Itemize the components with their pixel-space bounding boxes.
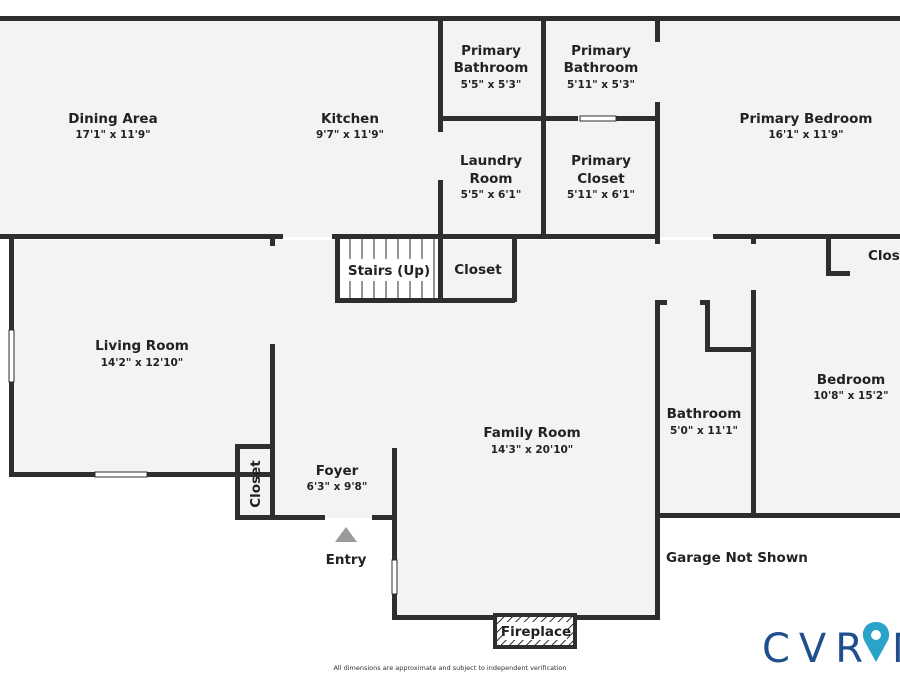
wall-family-bottom-right	[574, 615, 660, 620]
wall-top	[0, 16, 900, 21]
primary-bath-2-name-line1: Primary	[571, 43, 631, 59]
living-room-dim: 14'2" x 12'10"	[101, 357, 184, 369]
wall-rcloset-bottom	[826, 271, 850, 276]
stairs-label-bg	[349, 259, 429, 281]
wall-closet-right	[512, 234, 517, 302]
logo-text: CVR	[762, 626, 872, 672]
wall-family-right-bottom	[655, 516, 660, 620]
dining-area-dim: 17'1" x 11'9"	[75, 129, 150, 141]
wall-bath-left-top	[655, 234, 660, 244]
bathroom-name: Bathroom	[667, 406, 742, 422]
bathroom-dim: 5'0" x 11'1"	[670, 425, 738, 437]
fireplace-label-bg	[503, 622, 567, 640]
foyer-floor	[237, 448, 397, 518]
fireplace-label: Fireplace	[501, 624, 571, 640]
wall-bath-bottom	[655, 513, 900, 518]
window-living-bottom	[94, 471, 148, 478]
laundry-name-line1: Laundry	[460, 153, 522, 169]
closet-foyer-name: Closet	[248, 460, 264, 508]
wall-closet-top	[235, 444, 275, 449]
window-bath-top	[579, 115, 617, 122]
windows	[8, 115, 617, 595]
logo-text-tail: M	[892, 626, 900, 672]
primary-bath-2-dim: 5'11" x 5'3"	[567, 79, 635, 91]
wall-living-right-stub	[270, 234, 275, 246]
wall-bath-divider	[541, 20, 546, 237]
living-floor	[13, 240, 275, 473]
laundry-dim: 5'5" x 6'1"	[461, 189, 522, 201]
kitchen-dim: 9'7" x 11'9"	[316, 129, 384, 141]
wall-stairs-left	[335, 234, 340, 302]
primary-closet-name-line1: Primary	[571, 153, 631, 169]
primary-bedroom-name: Primary Bedroom	[740, 111, 873, 127]
foyer-name: Foyer	[316, 463, 359, 479]
entry-label: Entry	[326, 552, 367, 568]
family-room-name: Family Room	[483, 425, 580, 441]
wall-upper-bottom-right	[713, 234, 900, 239]
wall-bedroom-left	[751, 234, 756, 244]
window-living-left	[8, 329, 15, 383]
wall-upper-bottom-left	[0, 234, 283, 239]
family-room-dim: 14'3" x 20'10"	[491, 444, 574, 456]
closet-hall-name: Closet	[454, 262, 502, 278]
wall-foyer-bottom-right	[372, 515, 397, 520]
wall-stairs-closet	[438, 234, 443, 302]
primary-closet-dim: 5'11" x 6'1"	[567, 189, 635, 201]
primary-bath-2-name-line2: Bathroom	[564, 60, 639, 76]
wall-baths-bottom-left	[438, 116, 578, 121]
wall-bath-left	[655, 300, 660, 520]
wall-bath-nook-left	[705, 300, 710, 352]
wall-bath-nook-bottom	[705, 347, 755, 352]
stairs-name: Stairs (Up)	[348, 263, 430, 279]
living-room-name: Living Room	[95, 338, 189, 354]
disclaimer-text: All dimensions are approximate and subje…	[333, 664, 566, 672]
wall-rcloset-left	[826, 234, 831, 276]
primary-bath-1-name-line1: Primary	[461, 43, 521, 59]
company-logo: CVR M	[762, 622, 900, 672]
primary-bath-1-name-line2: Bathroom	[454, 60, 529, 76]
right-floor	[660, 240, 900, 516]
family-floor	[395, 450, 657, 617]
garage-label: Garage Not Shown	[666, 550, 808, 566]
location-pin-icon	[862, 622, 890, 662]
wall-baths-bottom-right	[616, 116, 660, 121]
room-labels: Dining Area 17'1" x 11'9" Kitchen 9'7" x…	[68, 43, 900, 672]
closet-right-name: Close	[868, 248, 900, 264]
bedroom-name: Bedroom	[817, 372, 885, 388]
wall-bath-top-left	[655, 300, 667, 305]
foyer-dim: 6'3" x 9'8"	[307, 481, 368, 493]
entry-arrow-icon	[335, 527, 357, 542]
wall-closet-left	[235, 444, 240, 520]
upper-floor-area	[0, 20, 900, 237]
wall-family-left	[392, 448, 397, 620]
primary-bath-1-dim: 5'5" x 5'3"	[461, 79, 522, 91]
wall-kitchen-laundry	[438, 180, 443, 237]
kitchen-name: Kitchen	[321, 111, 379, 127]
floor-areas	[0, 20, 900, 617]
dining-area-name: Dining Area	[68, 111, 157, 127]
bedroom-dim: 10'8" x 15'2"	[813, 390, 888, 402]
wall-stairs-bottom	[335, 298, 515, 303]
wall-bedroom-left-bottom	[655, 102, 660, 244]
primary-closet-name-line2: Closet	[577, 171, 625, 187]
wall-foyer-bottom-left	[235, 515, 325, 520]
wall-upper-bottom-mid	[332, 234, 657, 239]
primary-bedroom-dim: 16'1" x 11'9"	[768, 129, 843, 141]
laundry-name-line2: Room	[469, 171, 512, 187]
wall-living-right	[270, 344, 275, 520]
wall-kitchen-baths	[438, 20, 443, 132]
wall-bedroom-left-2	[751, 290, 756, 304]
wall-bath-right	[751, 300, 756, 518]
wall-bedroom-left-top	[655, 20, 660, 42]
wall-family-bottom-left	[392, 615, 500, 620]
window-family-left	[391, 559, 398, 595]
